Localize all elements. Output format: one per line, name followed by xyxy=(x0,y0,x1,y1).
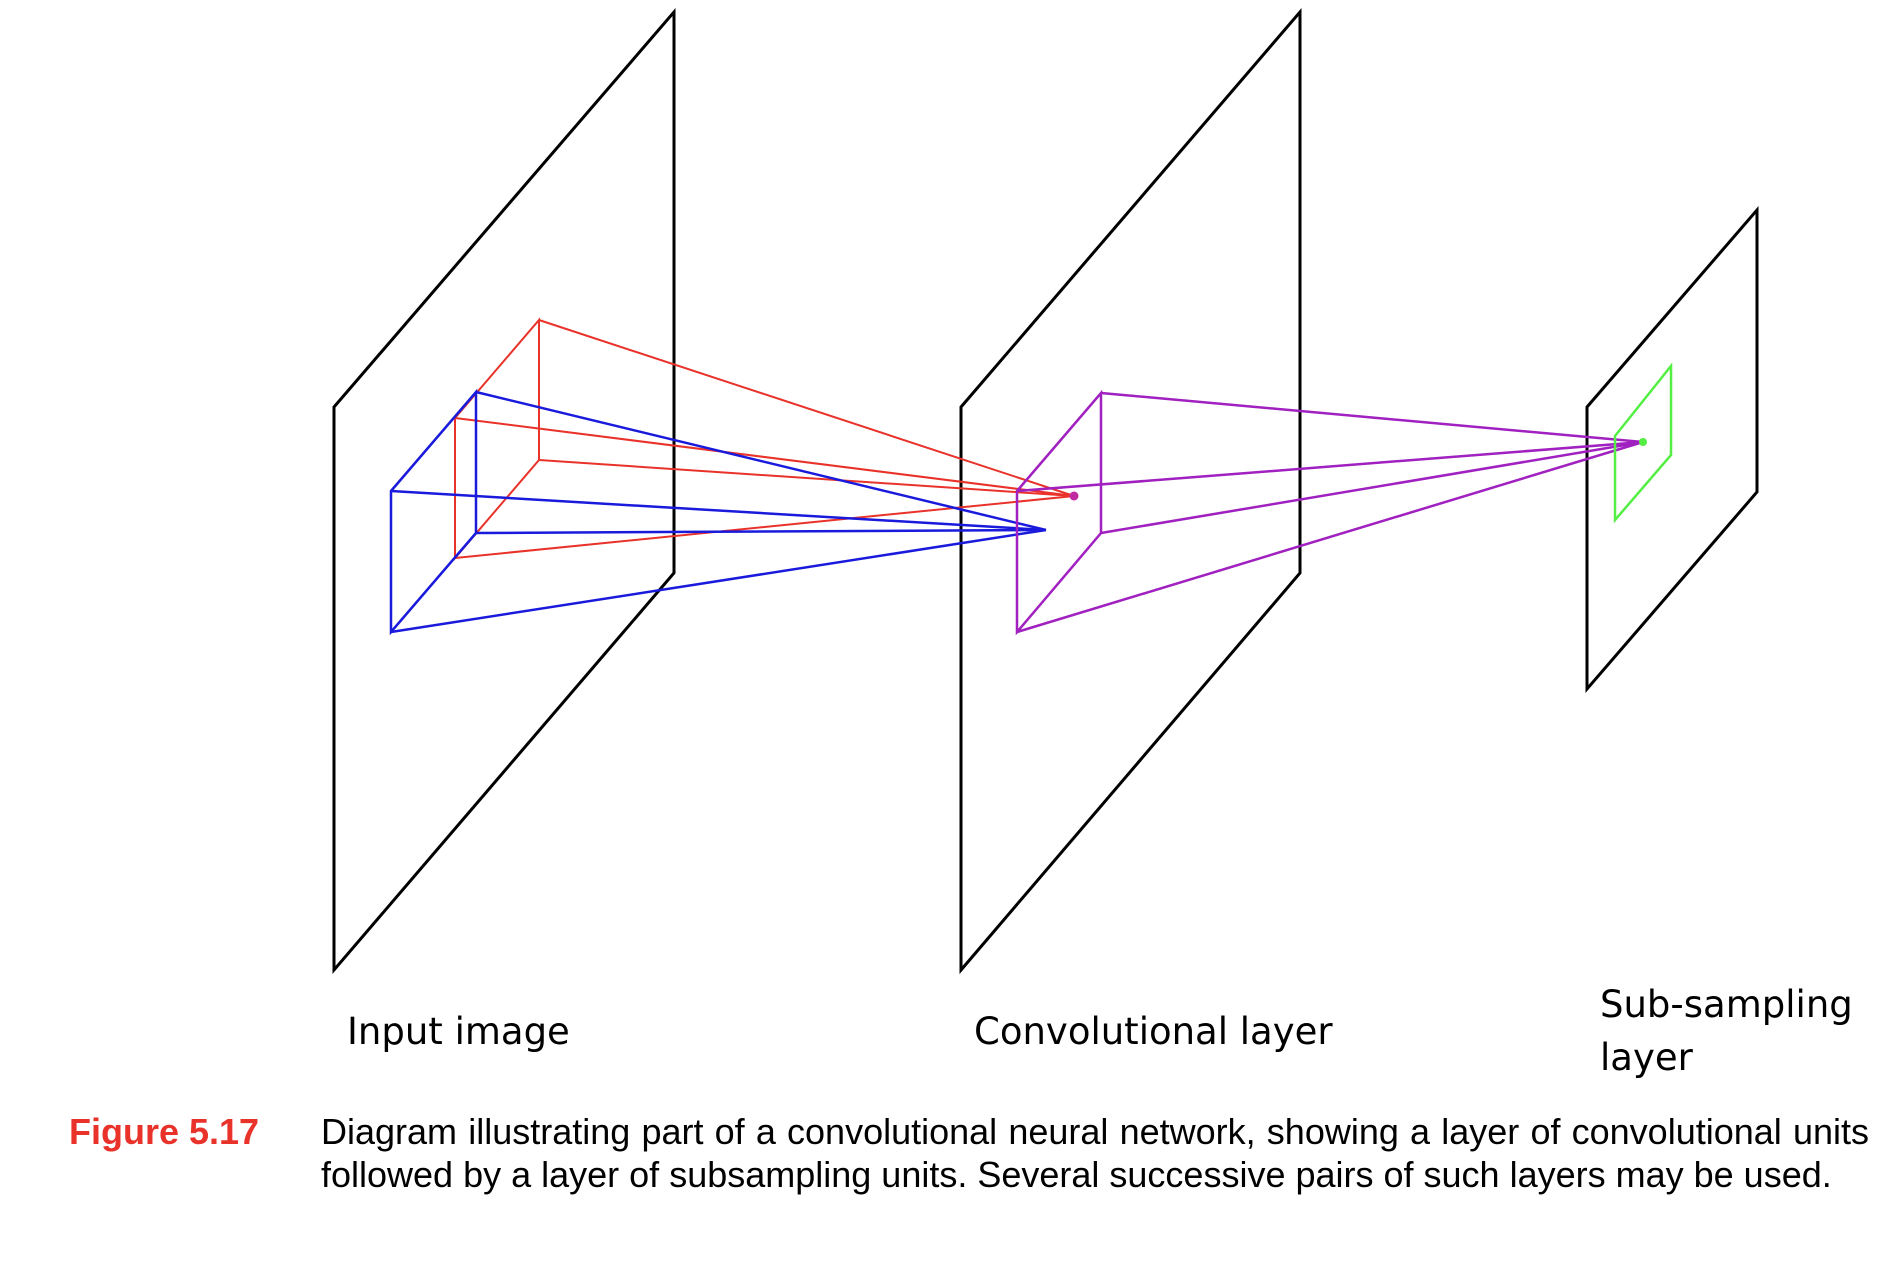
red-receptive-field xyxy=(454,317,1075,561)
subsampling-layer-plane xyxy=(1585,205,1759,694)
subsampling-label-line1: Sub-sampling xyxy=(1600,983,1853,1026)
figure-caption: Figure 5.17 Diagram illustrating part of… xyxy=(69,1110,1869,1196)
subsampling-label-line2: layer xyxy=(1600,1036,1694,1079)
green-subsampling-field xyxy=(1613,362,1673,524)
input-image-plane xyxy=(332,7,676,975)
caption-text: Diagram illustrating part of a convoluti… xyxy=(321,1111,1869,1195)
convolutional-unit-dot xyxy=(1069,491,1079,501)
convolutional-layer-plane xyxy=(959,7,1302,975)
purple-receptive-field xyxy=(1015,389,1644,636)
blue-receptive-field xyxy=(389,388,1047,636)
input-image-label: Input image xyxy=(347,1010,570,1053)
figure-number: Figure 5.17 xyxy=(69,1111,260,1152)
convolutional-layer-label: Convolutional layer xyxy=(974,1010,1333,1053)
subsampling-unit-dot xyxy=(1639,438,1647,446)
